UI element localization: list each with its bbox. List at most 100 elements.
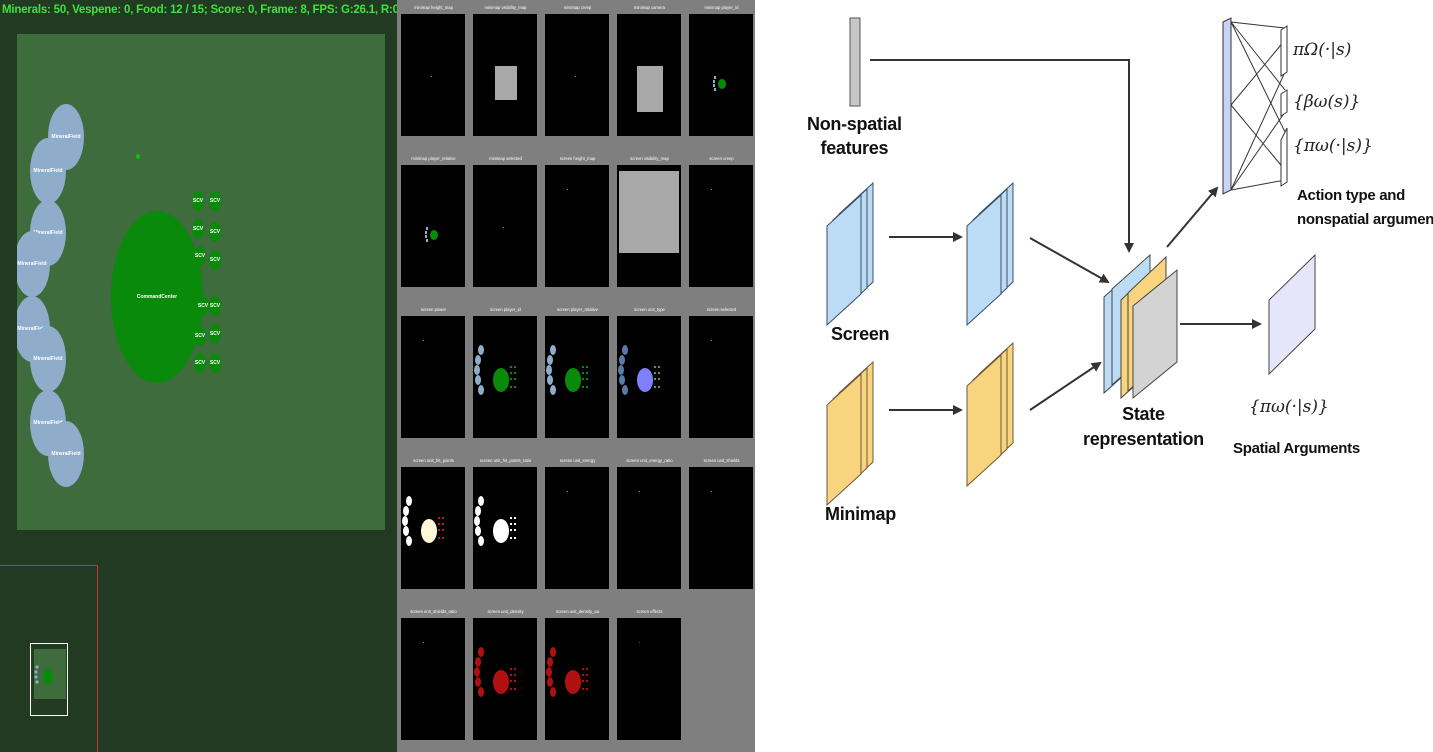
feature-layer-cell: screen unit_energy — [542, 451, 613, 601]
arrow-state-action — [1166, 186, 1219, 248]
feature-layer-render — [546, 647, 588, 697]
feature-layer-render — [423, 642, 424, 643]
feature-layer-image — [545, 165, 609, 287]
beta-omega-formula: {βω(s)} — [1293, 92, 1361, 112]
minimap[interactable] — [0, 565, 98, 752]
minimap-input-stack — [826, 360, 874, 507]
feature-layer-cell: minimap height_map — [398, 0, 469, 148]
feature-layer-render — [711, 491, 712, 492]
mineral-field[interactable]: MineralField — [30, 326, 66, 392]
minimap-camera-rect[interactable] — [30, 643, 68, 716]
scv-unit[interactable]: SCV — [209, 222, 221, 242]
feature-layer-image — [401, 316, 465, 438]
feature-layer-cell: minimap camera — [614, 0, 685, 148]
feature-layer-title: minimap camera — [634, 5, 665, 10]
mineral-field[interactable]: MineralField — [30, 138, 66, 204]
feature-layer-title: screen unit_energy — [559, 458, 596, 463]
feature-layer-render — [474, 647, 516, 697]
feature-layer-render — [503, 227, 504, 228]
feature-layer-title: screen height_map — [559, 156, 596, 161]
feature-layer-title: screen unit_shields_ratio — [410, 609, 457, 614]
feature-layer-title: screen player_id — [490, 307, 521, 312]
spatial-output-plane — [1268, 253, 1316, 376]
feature-layer-render — [711, 340, 712, 341]
feature-layer-title: screen unit_density_aa — [555, 609, 600, 614]
screen-input-stack — [826, 181, 874, 327]
feature-layer-cell: minimap selected — [470, 149, 541, 299]
policy-w-formula: {πω(·|s)} — [1293, 136, 1373, 156]
feature-layer-image — [689, 316, 753, 438]
arrow-screen-state — [1029, 237, 1110, 283]
feature-layer-render — [425, 227, 438, 242]
mineral-field[interactable]: MineralField — [48, 421, 84, 487]
feature-layer-cell: screen unit_energy_ratio — [614, 451, 685, 601]
minimap-label: Minimap — [825, 504, 896, 524]
feature-layer-render — [402, 496, 444, 546]
feature-layer-title: screen effects — [636, 609, 663, 614]
scv-unit[interactable]: SCV — [192, 219, 204, 239]
feature-layer-cell: screen visibility_map — [614, 149, 685, 299]
feature-layer-render — [567, 189, 568, 190]
game-screen-area[interactable]: MineralField MineralField MineralField M… — [17, 34, 385, 530]
feature-layer-cell: screen effects — [614, 602, 685, 752]
feature-layer-cell: minimap player_id — [686, 0, 755, 148]
feature-layer-title: screen unit_type — [634, 307, 665, 312]
resource-status-bar: Minerals: 50, Vespene: 0, Food: 12 / 15;… — [2, 4, 397, 16]
feature-layer-title: screen unit_hit_points — [413, 458, 454, 463]
feature-layer-title: screen creep — [709, 156, 734, 161]
feature-layer-image — [617, 14, 681, 136]
scv-unit[interactable]: SCV — [209, 324, 221, 344]
mineral-field[interactable]: MineralField — [17, 231, 50, 297]
feature-layer-title: screen visibility_map — [630, 156, 669, 161]
scv-unit[interactable]: SCV — [209, 353, 221, 373]
feature-layer-render — [617, 165, 681, 287]
feature-layer-title: screen unit_energy_ratio — [626, 458, 673, 463]
feature-layer-cell: screen height_map — [542, 149, 613, 299]
scv-unit[interactable]: SCV — [209, 296, 221, 316]
feature-layer-image — [401, 618, 465, 740]
feature-layer-render — [567, 491, 568, 492]
game-view[interactable]: Minerals: 50, Vespene: 0, Food: 12 / 15;… — [0, 0, 397, 752]
unit-marker — [136, 154, 140, 159]
feature-layer-cell: screen power — [398, 300, 469, 450]
feature-layer-cell: minimap creep — [542, 0, 613, 148]
feature-layer-title: minimap height_map — [414, 5, 453, 10]
scv-unit[interactable]: SCV — [194, 353, 206, 373]
feature-layer-image — [689, 165, 753, 287]
feature-layer-render — [639, 491, 640, 492]
feature-layer-cell: screen unit_density_aa — [542, 602, 613, 752]
scv-unit[interactable]: SCV — [209, 250, 221, 270]
scv-unit[interactable]: SCV — [209, 191, 221, 211]
feature-layer-render — [618, 345, 660, 395]
spatial-policy-formula: {πω(·|s)} — [1249, 397, 1329, 417]
command-center[interactable]: CommandCenter — [111, 211, 203, 383]
feature-layer-image — [473, 316, 537, 438]
feature-layer-render — [637, 66, 663, 112]
feature-layer-cell: screen unit_shields — [686, 451, 755, 601]
feature-layer-cell: screen selected — [686, 300, 755, 450]
feature-layer-render — [423, 340, 424, 341]
scv-unit[interactable]: SCV — [194, 326, 206, 346]
feature-layer-cell: screen unit_hit_points_ratio — [470, 451, 541, 601]
scv-unit[interactable]: SCV — [192, 191, 204, 211]
feature-layer-image — [545, 14, 609, 136]
feature-layer-title: screen power — [420, 307, 447, 312]
feature-layer-image — [401, 467, 465, 589]
feature-layer-title: minimap creep — [563, 5, 592, 10]
screen-label: Screen — [831, 324, 890, 344]
scv-unit[interactable]: SCV — [197, 296, 209, 316]
feature-layer-title: minimap player_relative — [411, 156, 456, 161]
feature-layer-image — [401, 165, 465, 287]
feature-layer-cell: screen unit_density — [470, 602, 541, 752]
scv-unit[interactable]: SCV — [194, 246, 206, 266]
feature-layer-image — [473, 165, 537, 287]
feature-layer-cell: screen player_relative — [542, 300, 613, 450]
spatial-arguments-label: Spatial Arguments — [1233, 440, 1360, 457]
feature-layer-image — [473, 14, 537, 136]
action-head-network — [1222, 17, 1288, 195]
feature-layer-image — [473, 467, 537, 589]
feature-layer-render — [711, 189, 712, 190]
